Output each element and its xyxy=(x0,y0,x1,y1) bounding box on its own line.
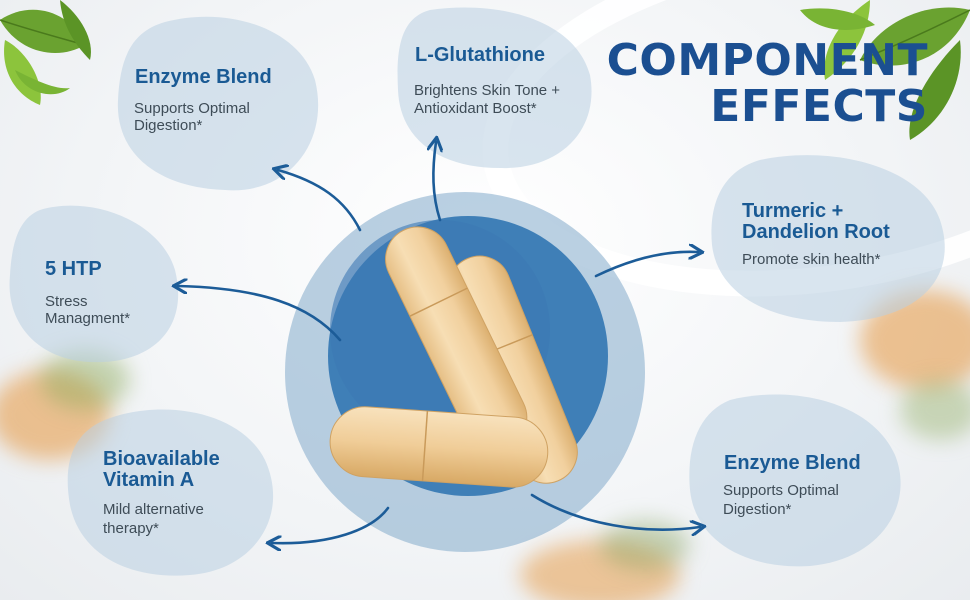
component-title-vitamin-a-1: Bioavailable xyxy=(103,448,220,470)
component-title-turmeric-2: Dandelion Root xyxy=(742,221,890,243)
component-title-5htp: 5 HTP xyxy=(45,258,102,280)
page-title: COMPONENT EFFECTS xyxy=(607,38,928,130)
arrow-icon xyxy=(433,142,440,222)
component-title-turmeric-1: Turmeric + xyxy=(742,200,844,222)
herb-blur-right xyxy=(900,380,970,440)
bubble-enzyme-top xyxy=(117,16,319,191)
page-title-line-2: EFFECTS xyxy=(710,81,928,132)
component-desc-vitamin-a-1: Mild alternative xyxy=(103,501,204,518)
bubble-glutathione xyxy=(397,7,592,169)
arrow-icon xyxy=(530,493,700,530)
component-desc-enzyme-top-1: Supports Optimal xyxy=(134,100,250,117)
component-desc-vitamin-a-2: therapy* xyxy=(103,520,159,537)
component-title-vitamin-a-2: Vitamin A xyxy=(103,469,195,491)
page-title-line-1: COMPONENT xyxy=(606,35,928,86)
component-desc-glutathione-2: Antioxidant Boost* xyxy=(414,100,537,117)
bubble-5htp xyxy=(9,205,179,363)
component-desc-glutathione-1: Brightens Skin Tone + xyxy=(414,82,561,99)
component-title-enzyme-top: Enzyme Blend xyxy=(135,66,272,88)
component-desc-enzyme-bottom-1: Supports Optimal xyxy=(723,482,839,499)
component-desc-5htp-1: Stress xyxy=(45,293,88,310)
arrow-icon xyxy=(278,170,362,232)
bubble-enzyme-bottom xyxy=(689,394,901,567)
bubble-vitamin-a xyxy=(67,409,274,576)
bubble-turmeric xyxy=(711,155,945,322)
component-title-glutathione: L-Glutathione xyxy=(415,44,545,66)
arrow-icon xyxy=(178,286,342,342)
arrow-icon xyxy=(594,252,698,278)
component-desc-enzyme-bottom-2: Digestion* xyxy=(723,501,792,518)
turmeric-blur-bottom xyxy=(520,540,680,600)
component-desc-turmeric-1: Promote skin health* xyxy=(742,251,881,268)
arrow-icon xyxy=(272,506,390,543)
component-desc-5htp-2: Managment* xyxy=(45,310,131,327)
component-title-enzyme-bottom: Enzyme Blend xyxy=(724,452,861,474)
component-desc-enzyme-top-2: Digestion* xyxy=(134,117,203,134)
